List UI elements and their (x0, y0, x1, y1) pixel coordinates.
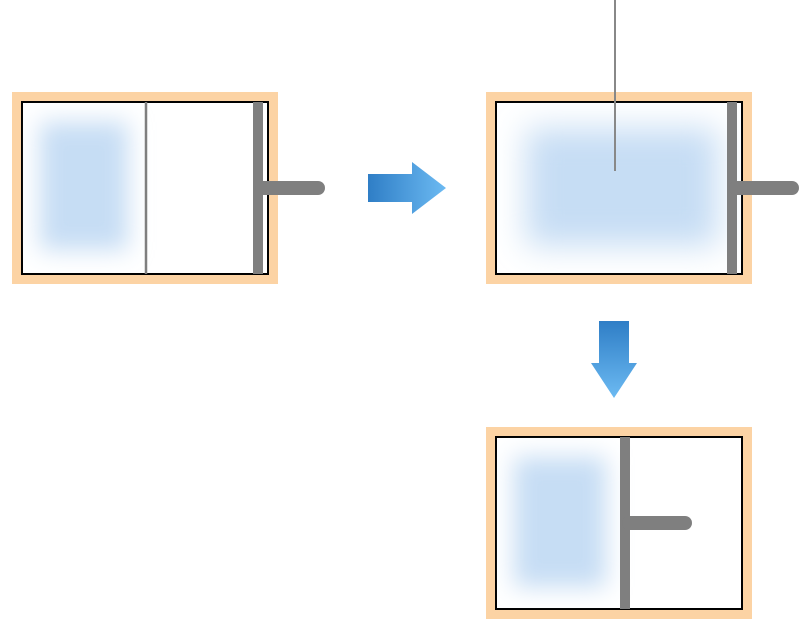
panel-expanded-state (486, 0, 799, 284)
gas-region (514, 457, 606, 587)
panel-initial-state (12, 92, 325, 284)
arrow-right-icon (368, 162, 446, 214)
gas-region (40, 122, 128, 250)
arrow-down-icon (591, 321, 637, 398)
panel-compressed-state (486, 427, 752, 619)
gas-region (526, 128, 718, 246)
